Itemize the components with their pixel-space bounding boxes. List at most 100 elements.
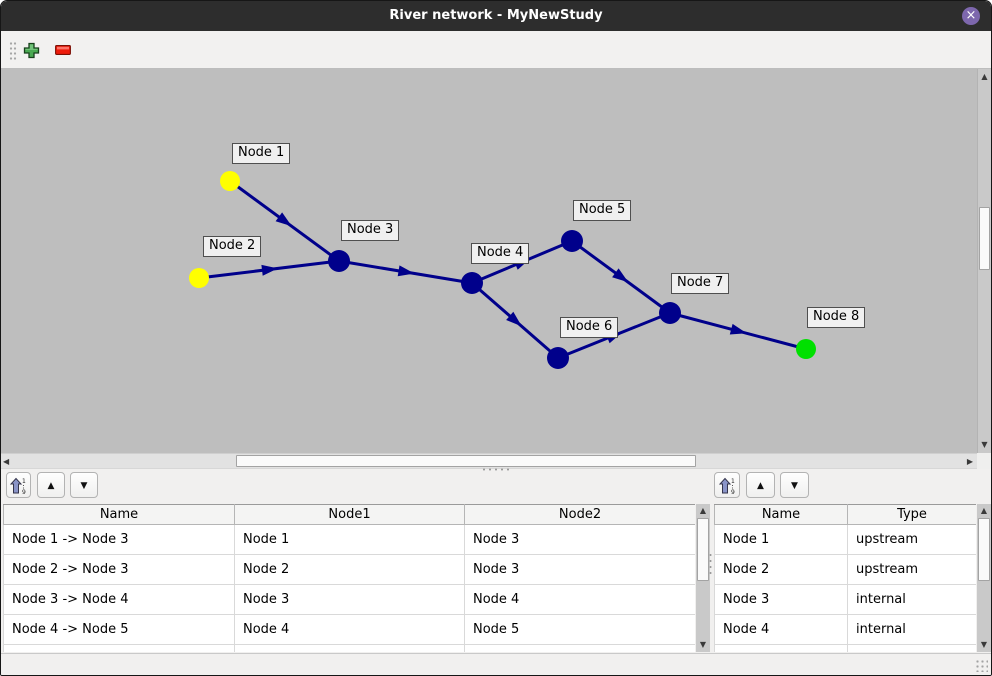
sort-ascending-icon: 1 9 (718, 477, 735, 496)
scroll-up-icon[interactable]: ▲ (980, 506, 988, 515)
network-canvas[interactable]: Node 1 Node 2 Node 3 Node 4 Node 5 Node 6 Node… (1, 69, 977, 453)
node-node-4[interactable] (461, 272, 483, 294)
scrollbar-corner (977, 453, 991, 469)
node-node-8[interactable] (796, 339, 816, 359)
cell[interactable]: Node 1 (234, 524, 465, 555)
cell (714, 644, 848, 652)
move-down-reaches-button[interactable]: ▼ (70, 472, 98, 498)
canvas-horizontal-scrollbar[interactable]: ◀ ▶ (1, 453, 977, 469)
add-button[interactable] (19, 38, 43, 62)
vertical-splitter-handle[interactable] (708, 552, 713, 578)
cell[interactable]: Node 3 (464, 524, 695, 555)
reaches-scroll-thumb[interactable] (697, 518, 709, 581)
column-header-name[interactable]: Name (3, 504, 235, 525)
resize-grip[interactable] (975, 659, 988, 672)
node-label-node-6[interactable]: Node 6 (560, 317, 619, 338)
cell[interactable]: Node 3 (464, 554, 695, 585)
node-label-node-2[interactable]: Node 2 (203, 236, 262, 257)
scroll-down-icon[interactable]: ▼ (699, 640, 707, 649)
close-button[interactable]: × (962, 7, 980, 25)
scroll-left-icon[interactable]: ◀ (3, 457, 10, 466)
node-node-3[interactable] (328, 250, 350, 272)
cell[interactable]: Node 1 (714, 524, 848, 555)
cell[interactable]: Node 3 -> Node 4 (3, 584, 235, 615)
titlebar[interactable]: River network - MyNewStudy × (1, 1, 991, 31)
cell[interactable]: Node 4 (464, 584, 695, 615)
remove-button[interactable] (51, 38, 75, 62)
cell[interactable]: Node 4 (714, 614, 848, 645)
node-label-node-5[interactable]: Node 5 (573, 200, 632, 221)
cell[interactable]: internal (847, 584, 976, 615)
column-header-name[interactable]: Name (714, 504, 848, 525)
scroll-down-icon[interactable]: ▼ (980, 640, 988, 649)
table-row (3, 644, 695, 652)
node-node-7[interactable] (659, 302, 681, 324)
red-minus-icon (55, 45, 71, 55)
move-up-reaches-button[interactable]: ▲ (37, 472, 65, 498)
node-label-node-7[interactable]: Node 7 (671, 273, 730, 294)
cell (3, 644, 235, 652)
cell[interactable]: Node 4 -> Node 5 (3, 614, 235, 645)
node-label-node-1[interactable]: Node 1 (232, 143, 291, 164)
canvas-vscroll-thumb[interactable] (979, 207, 990, 270)
cell[interactable]: Node 2 (234, 554, 465, 585)
canvas-hscroll-thumb[interactable] (236, 455, 696, 467)
cell[interactable]: Node 1 -> Node 3 (3, 524, 235, 555)
horizontal-splitter-handle[interactable] (481, 467, 511, 472)
cell[interactable]: Node 3 (234, 584, 465, 615)
sort-reaches-button[interactable]: 1 9 (6, 472, 31, 498)
node-node-2[interactable] (189, 268, 209, 288)
close-icon: × (965, 8, 977, 23)
scroll-right-icon[interactable]: ▶ (966, 457, 973, 466)
node-label-node-8[interactable]: Node 8 (807, 307, 866, 328)
node-node-1[interactable] (220, 171, 240, 191)
edge-arrow-icon (397, 265, 415, 277)
cell[interactable]: upstream (847, 554, 976, 585)
toolbar-grip-handle[interactable] (9, 41, 17, 60)
node-label-node-3[interactable]: Node 3 (341, 220, 400, 241)
down-triangle-icon: ▼ (80, 481, 88, 491)
cell[interactable]: Node 2 (714, 554, 848, 585)
edge-arrow-icon (612, 268, 629, 283)
sort-ascending-icon: 1 9 (9, 477, 26, 496)
cell[interactable]: internal (847, 614, 976, 645)
column-header-type[interactable]: Type (847, 504, 976, 525)
column-header-node2[interactable]: Node2 (464, 504, 695, 525)
node-node-6[interactable] (547, 347, 569, 369)
svg-text:1: 1 (22, 478, 26, 485)
status-bar (1, 653, 991, 675)
cell[interactable]: Node 5 (464, 614, 695, 645)
down-triangle-icon: ▼ (791, 481, 798, 491)
cell[interactable]: Node 4 (234, 614, 465, 645)
cell[interactable]: Node 3 (714, 584, 848, 615)
scroll-up-icon[interactable]: ▲ (699, 506, 707, 515)
sort-nodes-button[interactable]: 1 9 (714, 472, 740, 498)
nodes-table-scrollbar[interactable]: ▲ ▼ (977, 504, 991, 652)
scroll-up-icon[interactable]: ▲ (981, 72, 988, 81)
cell[interactable]: upstream (847, 524, 976, 555)
column-header-node1[interactable]: Node1 (234, 504, 465, 525)
cell[interactable]: Node 2 -> Node 3 (3, 554, 235, 585)
cell (847, 644, 976, 652)
main-toolbar (1, 31, 991, 69)
move-down-nodes-button[interactable]: ▼ (780, 472, 809, 498)
svg-text:9: 9 (731, 489, 735, 495)
node-node-5[interactable] (561, 230, 583, 252)
scroll-down-icon[interactable]: ▼ (981, 440, 988, 449)
nodes-scroll-thumb[interactable] (978, 518, 990, 581)
reaches-table-scrollbar[interactable]: ▲ ▼ (696, 504, 710, 652)
node-label-node-4[interactable]: Node 4 (471, 243, 530, 264)
move-up-nodes-button[interactable]: ▲ (746, 472, 775, 498)
canvas-vertical-scrollbar[interactable]: ▲ ▼ (977, 69, 991, 453)
